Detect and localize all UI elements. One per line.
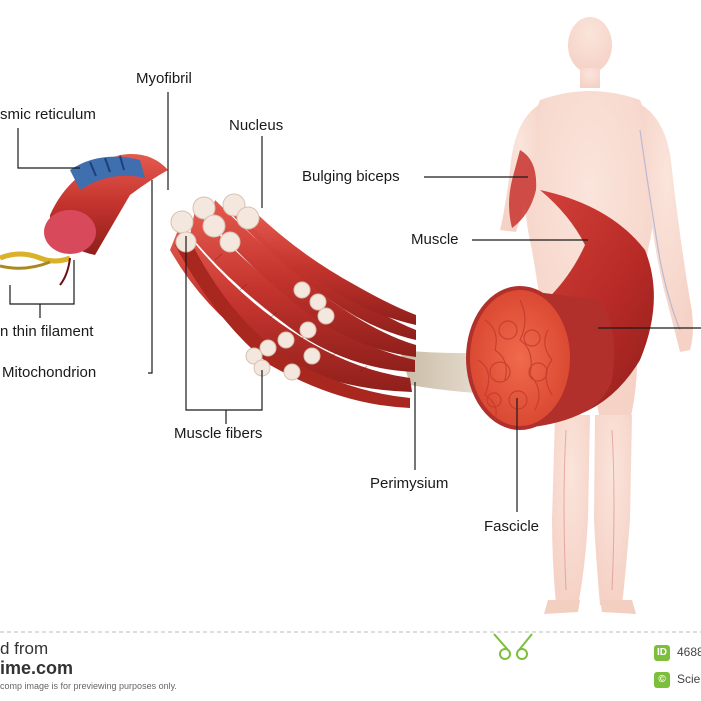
id-badge-icon: ID <box>654 645 670 661</box>
label-muscle: Muscle <box>411 231 459 248</box>
leader-mitochondrion <box>148 180 153 374</box>
biceps-highlight <box>509 150 537 228</box>
leader-thin-filament <box>9 260 75 305</box>
muscle-fibers <box>170 193 416 408</box>
label-myofibril: Myofibril <box>136 70 192 87</box>
label-bulging-biceps: Bulging biceps <box>302 168 400 185</box>
footer-disclaimer: comp image is for previewing purposes on… <box>0 681 177 691</box>
label-perimysium: Perimysium <box>370 475 449 492</box>
thin-filament <box>0 251 71 286</box>
leader-sarcoplasmic-reticulum <box>17 128 80 169</box>
copyright-badge-icon: © <box>654 672 670 688</box>
label-fascicle: Fascicle <box>484 518 540 535</box>
footer-site-name: ime.com <box>0 658 74 678</box>
label-sarcoplasmic-reticulum: smic reticulum <box>0 106 96 123</box>
leader-muscle-fibers <box>185 236 263 411</box>
footer-downloaded-from: d from <box>0 639 49 658</box>
label-mitochondrion: Mitochondrion <box>2 364 97 381</box>
footer-image-id: 4688 <box>677 645 701 659</box>
label-muscle-fibers: Muscle fibers <box>174 425 263 442</box>
label-thin-filament: n thin filament <box>0 323 94 340</box>
footer-credit: Scier <box>677 672 701 686</box>
fascicle-cross-section <box>466 286 615 430</box>
myofibril <box>44 154 168 255</box>
label-nucleus: Nucleus <box>229 117 284 134</box>
scissors-icon <box>493 633 533 660</box>
